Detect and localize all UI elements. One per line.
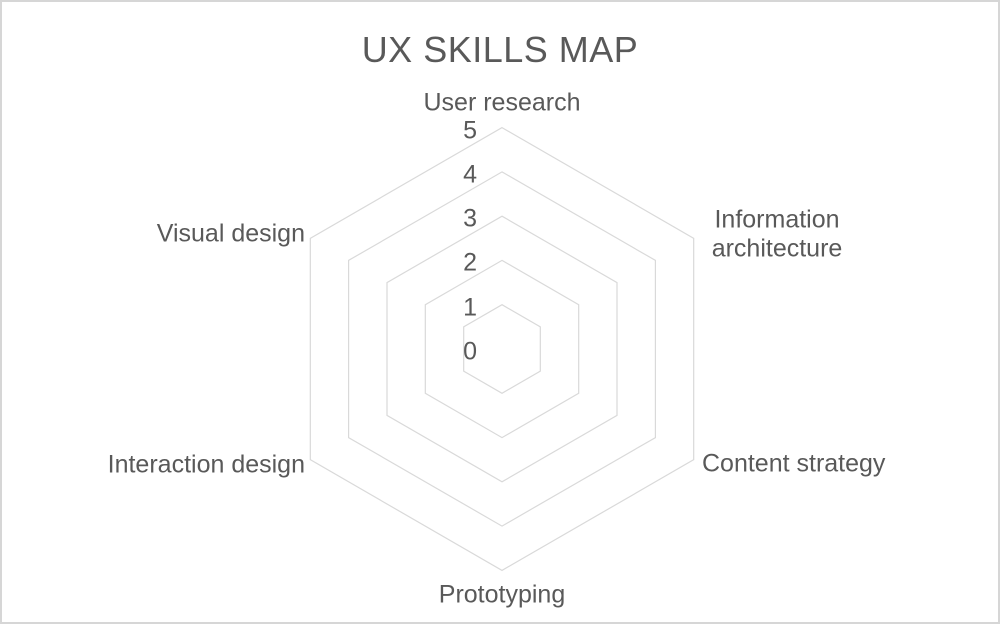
category-label-content-strategy: Content strategy <box>702 449 886 478</box>
radial-axis-tick-label: 2 <box>463 248 477 277</box>
radial-axis-tick-label: 0 <box>463 337 477 366</box>
category-label-visual-design: Visual design <box>156 219 305 248</box>
category-label-information-architecture: Information architecture <box>711 205 843 262</box>
grid-ring <box>386 215 618 483</box>
chart-title: UX SKILLS MAP <box>361 29 639 70</box>
radial-axis-tick-label: 4 <box>463 160 477 189</box>
grid-ring <box>348 171 657 527</box>
grid-ring <box>424 259 580 439</box>
radial-axis-tick-label: 5 <box>463 116 477 145</box>
grid-rings <box>309 126 695 572</box>
category-label-prototyping: Prototyping <box>438 580 566 609</box>
radial-axis-tick-label: 1 <box>463 293 477 322</box>
radial-axis-tick-label: 3 <box>463 204 477 233</box>
grid-ring <box>463 304 541 394</box>
category-label-user-research: User research <box>423 88 581 117</box>
category-label-interaction-design: Interaction design <box>107 450 305 479</box>
grid-ring <box>309 126 695 572</box>
